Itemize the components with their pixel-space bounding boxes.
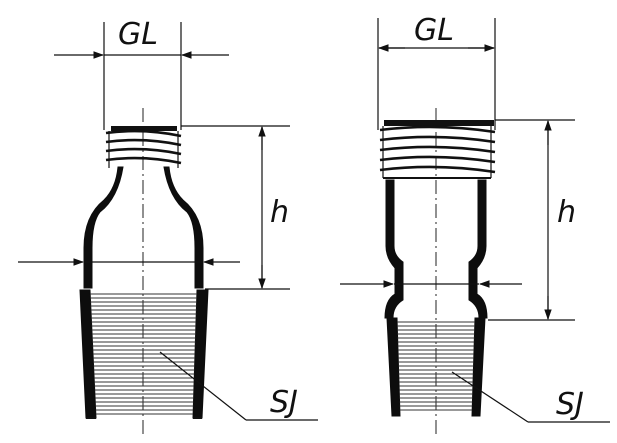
right-h-dimension: h: [488, 119, 576, 321]
right-gl-label: GL: [414, 13, 454, 48]
right-adapter: GL: [340, 13, 610, 438]
left-h-dimension: h: [181, 125, 290, 290]
left-sj-label: SJ: [270, 385, 298, 420]
right-h-label: h: [557, 195, 576, 230]
left-h-label: h: [270, 195, 289, 230]
right-sj-leader: SJ: [451, 371, 610, 423]
left-body-walls: [79, 166, 209, 419]
right-sj-label: SJ: [556, 387, 584, 422]
left-sj-hatching: [90, 293, 197, 415]
left-gl-label: GL: [118, 17, 158, 52]
right-gl-dimension: GL: [377, 13, 496, 130]
left-sj-leader: SJ: [159, 351, 318, 421]
left-adapter: GL: [18, 17, 318, 438]
left-gl-dimension: GL: [54, 17, 229, 130]
left-thread: [105, 126, 182, 168]
right-thread: [379, 120, 496, 179]
